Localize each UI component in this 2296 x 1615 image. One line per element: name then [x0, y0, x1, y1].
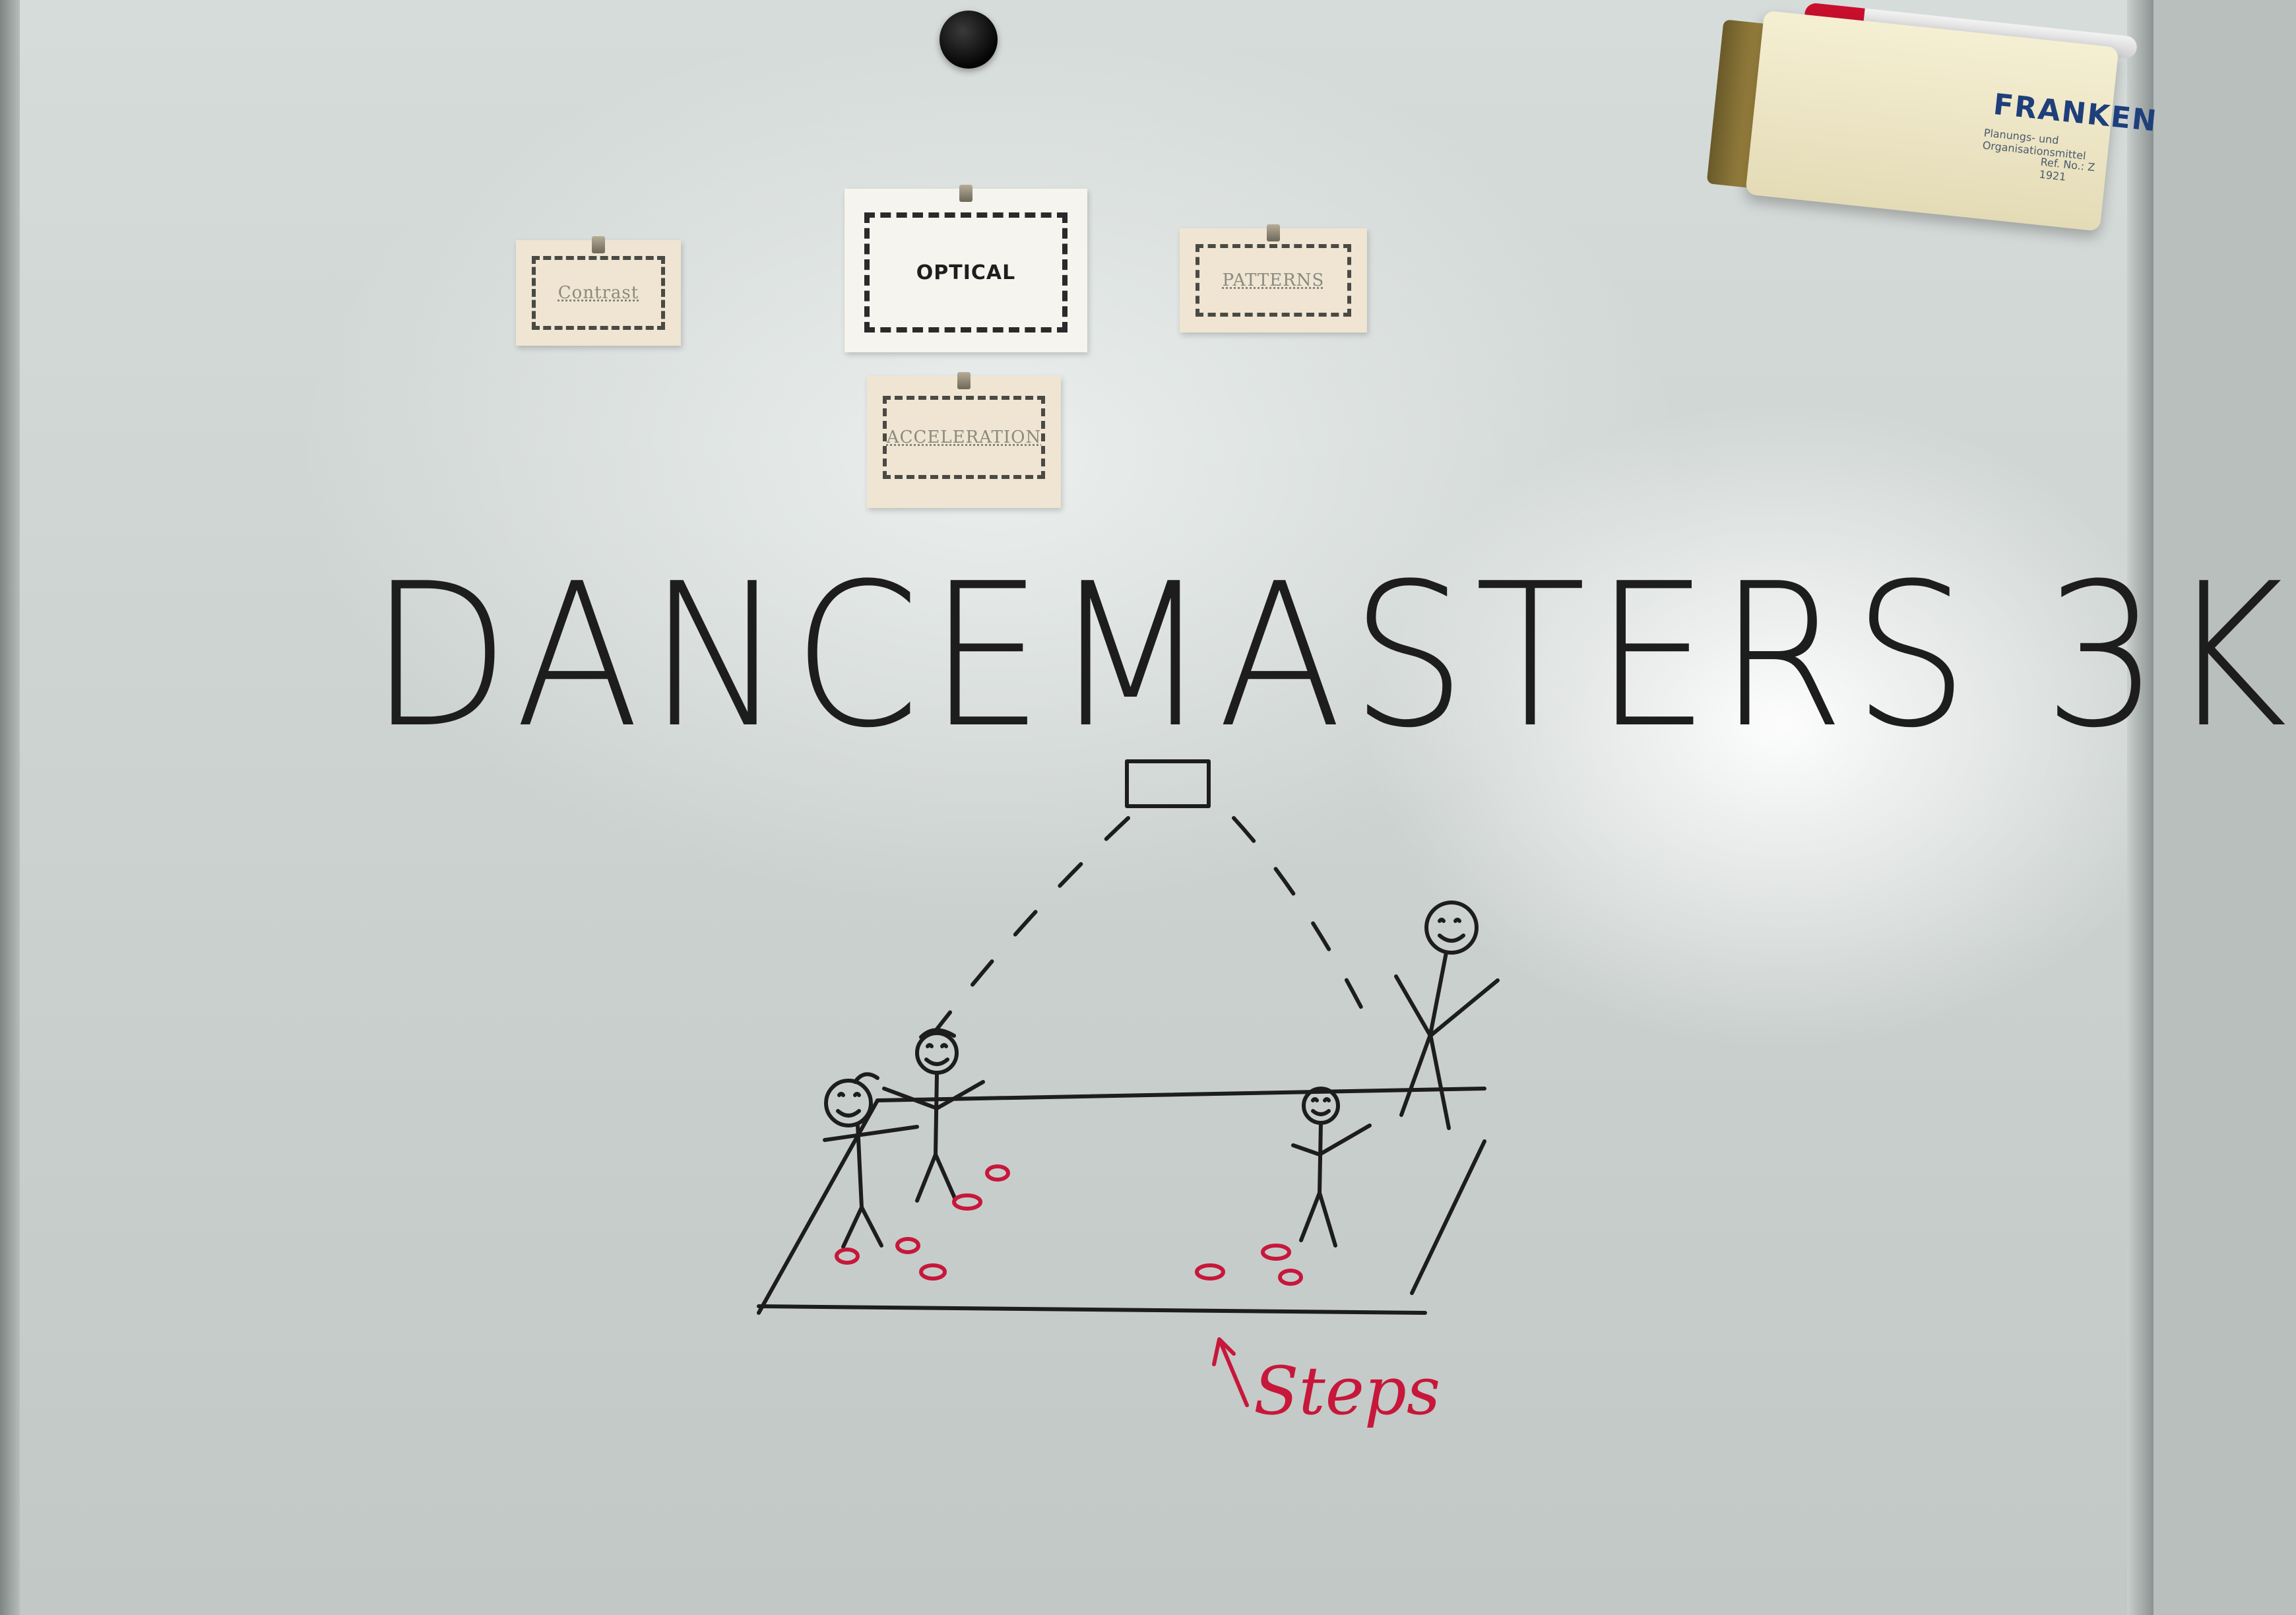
stick-figure-sketch [757, 759, 1500, 1407]
black-magnet [940, 11, 998, 69]
board-title: DANCEMASTERS 3K [369, 541, 2296, 771]
camera-view-right [1232, 816, 1374, 1031]
card-patterns-label: PATTERNS [1222, 270, 1325, 290]
steps-annotation: Steps [1254, 1352, 1441, 1430]
floor-back-edge [876, 1087, 1486, 1102]
stick-figure-2 [882, 1028, 985, 1203]
floor-front-edge [757, 1304, 1427, 1315]
board-frame-right [2127, 0, 2153, 1615]
stick-figure-3 [1291, 1087, 1372, 1248]
board-frame-left [0, 0, 20, 1615]
card-patterns: PATTERNS [1180, 224, 1367, 332]
card-acceleration: ACCELERATION [867, 372, 1061, 508]
steps-arrow [1212, 1337, 1249, 1407]
stick-figure-1 [823, 1072, 919, 1249]
card-contrast-label: Contrast [558, 283, 639, 303]
camera-box [1125, 759, 1211, 808]
card-contrast: Contrast [516, 236, 681, 346]
card-optical-label: OPTICAL [916, 261, 1016, 284]
card-acceleration-label: ACCELERATION [886, 428, 1042, 447]
stick-figure-4 [1394, 901, 1500, 1130]
step-markers [835, 1164, 1303, 1407]
floor-right-edge [1410, 1139, 1486, 1295]
card-optical: OPTICAL [845, 185, 1087, 352]
camera-view-left [935, 816, 1130, 1031]
